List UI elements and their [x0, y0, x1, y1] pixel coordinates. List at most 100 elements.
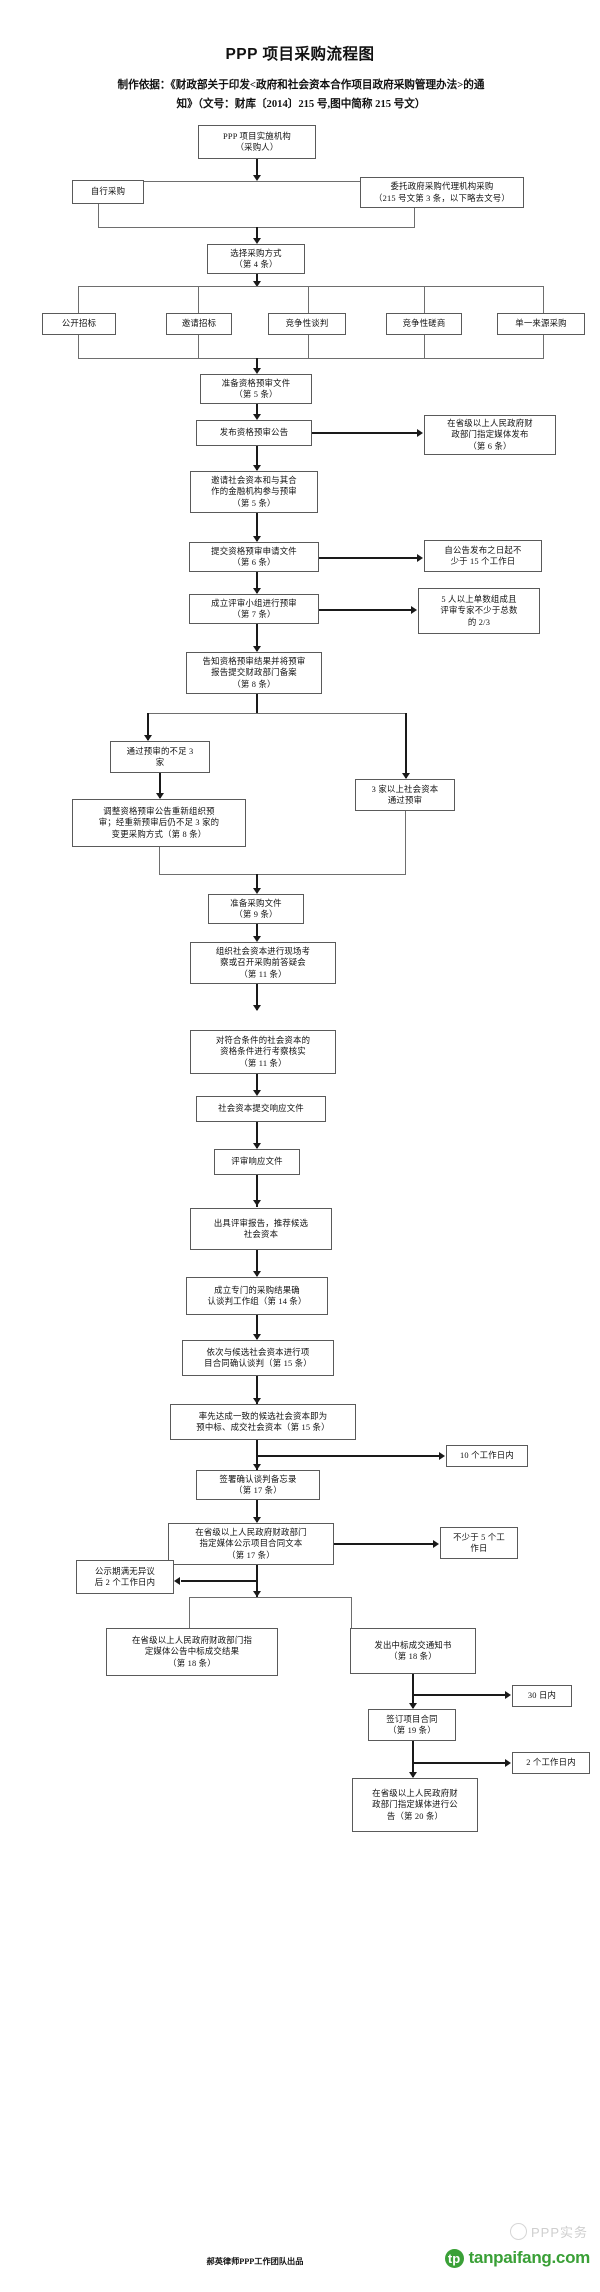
node-agency-procurement: 委托政府采购代理机构采购 （215 号文第 3 条，以下略去文号）	[360, 177, 524, 208]
node-issue-review-report-label: 出具评审报告，推荐候选 社会资本	[213, 1218, 309, 1240]
node-side-15-working-days: 自公告发布之日起不 少于 15 个工作日	[424, 540, 542, 572]
connector	[256, 874, 258, 892]
node-side-publish-media: 在省级以上人民政府财 政部门指定媒体发布 （第 6 条）	[424, 415, 556, 455]
connector	[256, 1074, 258, 1094]
node-publicize-contract-text: 在省级以上人民政府财政部门 指定媒体公示项目合同文本 （第 17 条）	[168, 1523, 334, 1565]
node-three-or-more-qualified: 3 家以上社会资本 通过预审	[355, 779, 455, 811]
connector	[256, 159, 258, 179]
arrow-right-icon	[433, 1539, 439, 1548]
connector	[159, 773, 161, 798]
node-prepare-procurement-docs-label: 准备采购文件 （第 9 条）	[230, 898, 282, 920]
node-ppp-implementing-agency: PPP 项目实施机构 （采购人）	[198, 125, 316, 159]
connector	[412, 1741, 414, 1777]
node-submit-prequalification-application: 提交资格预审申请文件 （第 6 条）	[189, 542, 319, 572]
connector	[78, 358, 544, 359]
connector	[256, 984, 258, 1010]
connector	[181, 1580, 256, 1582]
arrow-down-icon	[252, 1090, 261, 1096]
node-method-open-tender-label: 公开招标	[61, 319, 97, 329]
arrow-down-icon	[252, 646, 261, 652]
arrow-down-icon	[252, 936, 261, 942]
arrow-down-icon	[252, 1464, 261, 1470]
node-form-result-confirmation-team: 成立专门的采购结果确 认谈判工作组（第 14 条）	[186, 1277, 328, 1315]
node-method-open-tender: 公开招标	[42, 313, 116, 335]
node-review-response-docs-label: 评审响应文件	[231, 1157, 283, 1167]
node-prepare-procurement-docs: 准备采购文件 （第 9 条）	[208, 894, 304, 924]
node-side-10-working-days-label: 10 个工作日内	[460, 1451, 514, 1461]
connector	[198, 335, 199, 359]
node-verify-qualification-conditions-label: 对符合条件的社会资本的 资格条件进行考察核实 （第 11 条）	[215, 1035, 311, 1068]
node-site-visit-or-preprocurement-qa-label: 组织社会资本进行现场考 察或召开采购前答疑会 （第 11 条）	[215, 946, 311, 979]
connector	[543, 286, 544, 314]
connector	[159, 847, 160, 875]
connector	[412, 1694, 506, 1696]
connector	[312, 432, 418, 434]
brand-leaf-icon: tp	[444, 2248, 464, 2268]
footer-credit: 郝英律师PPP工作团队出品	[206, 2257, 304, 2266]
arrow-down-icon	[252, 1143, 261, 1149]
node-self-procurement-label: 自行采购	[90, 187, 126, 197]
node-method-competitive-consultation-label: 竞争性磋商	[402, 319, 446, 329]
watermark-circle-icon	[509, 2223, 527, 2240]
node-side-after-publicity-period: 公示期满无异议 后 2 个工作日内	[76, 1560, 174, 1594]
arrow-down-icon	[155, 793, 164, 799]
connector	[148, 713, 406, 714]
node-adjust-prequalification-notice-label: 调整资格预审公告重新组织预 审；经重新预审后仍不足 3 家的 变更采购方式（第 …	[98, 806, 220, 839]
arrow-down-icon	[252, 1334, 261, 1340]
connector	[414, 208, 415, 228]
connector	[405, 811, 406, 875]
connector	[256, 404, 258, 418]
node-publish-prequalification-notice: 发布资格预审公告	[196, 420, 312, 446]
arrow-down-icon	[252, 1200, 261, 1206]
node-side-10-working-days: 10 个工作日内	[446, 1445, 528, 1467]
connector	[256, 227, 258, 242]
arrow-right-icon	[417, 553, 423, 562]
arrow-down-icon	[252, 238, 261, 244]
node-submit-prequalification-application-label: 提交资格预审申请文件 （第 6 条）	[211, 546, 297, 568]
node-method-competitive-negotiation-label: 竞争性谈判	[285, 319, 329, 329]
brand-logo: tp tanpaifang.com	[444, 2248, 590, 2268]
arrow-down-icon	[252, 1398, 261, 1404]
node-side-5-working-days: 不少于 5 个工 作日	[440, 1527, 518, 1559]
node-side-2-working-days-label: 2 个工作日内	[526, 1758, 576, 1768]
node-announce-winning-result: 在省级以上人民政府财政部门指 定媒体公告中标成交结果 （第 18 条）	[106, 1628, 278, 1676]
node-contract-confirmation-negotiation-label: 依次与候选社会资本进行项 目合同确认谈判（第 15 条）	[204, 1347, 312, 1369]
connector	[256, 1250, 258, 1276]
node-form-result-confirmation-team-label: 成立专门的采购结果确 认谈判工作组（第 14 条）	[207, 1285, 307, 1307]
connector	[334, 1543, 434, 1545]
node-issue-award-notice-label: 发出中标成交通知书 （第 18 条）	[374, 1640, 452, 1662]
node-side-30-days: 30 日内	[512, 1685, 572, 1707]
node-final-media-announcement: 在省级以上人民政府财 政部门指定媒体进行公 告（第 20 条）	[352, 1778, 478, 1832]
arrow-right-icon	[505, 1690, 511, 1699]
node-select-procurement-method: 选择采购方式 （第 4 条）	[207, 244, 305, 274]
node-method-competitive-negotiation: 竞争性谈判	[268, 313, 346, 335]
node-invite-social-capital-prequalification: 邀请社会资本和与其合 作的金融机构参与预审 （第 5 条）	[190, 471, 318, 513]
node-submit-response-docs-label: 社会资本提交响应文件	[218, 1104, 304, 1114]
node-issue-award-notice: 发出中标成交通知书 （第 18 条）	[350, 1628, 476, 1674]
arrow-down-icon	[252, 414, 261, 420]
node-notify-prequalification-result-label: 告知资格预审结果并将预审 报告提交财政部门备案 （第 8 条）	[202, 656, 306, 689]
node-side-panel-composition-label: 5 人以上单数组成且 评审专家不少于总数 的 2/3	[440, 594, 518, 627]
node-form-review-panel-label: 成立评审小组进行预审 （第 7 条）	[211, 598, 297, 620]
connector	[308, 335, 309, 359]
node-side-publish-media-label: 在省级以上人民政府财 政部门指定媒体发布 （第 6 条）	[447, 418, 533, 451]
node-verify-qualification-conditions: 对符合条件的社会资本的 资格条件进行考察核实 （第 11 条）	[190, 1030, 336, 1074]
node-first-agreement-winner: 率先达成一致的候选社会资本即为 预中标、成交社会资本（第 15 条）	[170, 1404, 356, 1440]
node-method-competitive-consultation: 竞争性磋商	[386, 313, 462, 335]
node-side-15-working-days-label: 自公告发布之日起不 少于 15 个工作日	[444, 545, 522, 567]
node-prepare-prequalification-docs-label: 准备资格预审文件 （第 5 条）	[221, 378, 291, 400]
node-sign-project-contract-label: 签订项目合同 （第 19 条）	[386, 1714, 438, 1736]
basis-label: 制作依据	[117, 80, 160, 91]
node-self-procurement: 自行采购	[72, 180, 144, 204]
connector	[543, 335, 544, 359]
connector	[256, 624, 258, 651]
node-first-agreement-winner-label: 率先达成一致的候选社会资本即为 预中标、成交社会资本（第 15 条）	[196, 1411, 330, 1433]
node-sign-negotiation-memo: 签署确认谈判备忘录 （第 17 条）	[196, 1470, 320, 1500]
node-method-single-source-label: 单一来源采购	[515, 319, 567, 329]
connector	[256, 513, 258, 541]
node-notify-prequalification-result: 告知资格预审结果并将预审 报告提交财政部门备案 （第 8 条）	[186, 652, 322, 694]
node-side-5-working-days-label: 不少于 5 个工 作日	[453, 1532, 505, 1554]
connector	[405, 713, 407, 778]
node-site-visit-or-preprocurement-qa: 组织社会资本进行现场考 察或召开采购前答疑会 （第 11 条）	[190, 942, 336, 984]
connector	[256, 358, 258, 371]
